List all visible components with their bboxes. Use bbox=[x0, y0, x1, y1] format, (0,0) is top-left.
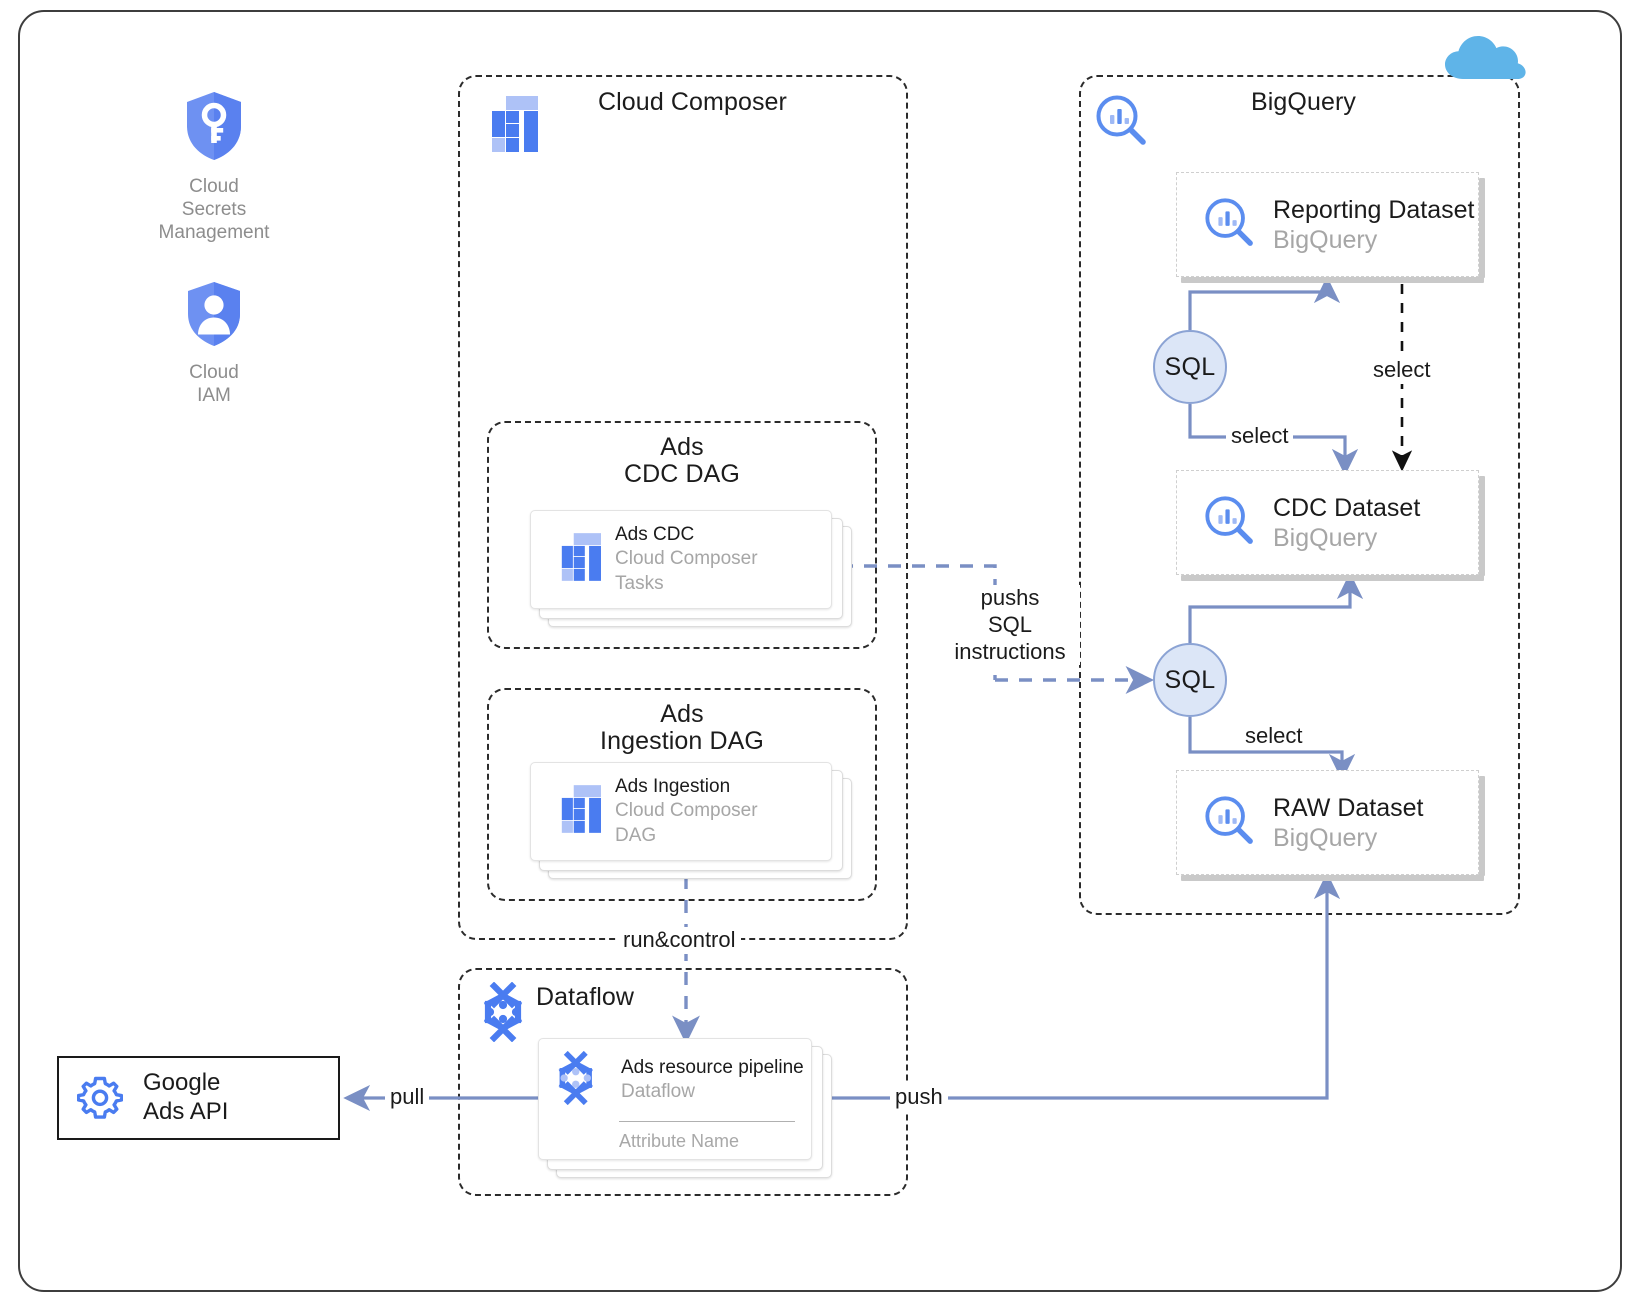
dataset-raw[interactable]: RAW Dataset BigQuery bbox=[1176, 770, 1485, 881]
dataset-reporting[interactable]: Reporting Dataset BigQuery bbox=[1176, 172, 1485, 283]
service-caption: Cloud IAM bbox=[189, 362, 239, 407]
group-title-bigquery: BigQuery bbox=[1251, 88, 1357, 116]
dataflow-icon bbox=[557, 1050, 607, 1110]
sql-node-top[interactable]: SQL bbox=[1153, 330, 1227, 404]
shield-key-icon bbox=[183, 90, 245, 167]
card-subtitle-2: Tasks bbox=[615, 572, 664, 594]
dataset-title: CDC Dataset bbox=[1273, 493, 1421, 522]
dataflow-icon bbox=[482, 981, 538, 1047]
card-divider bbox=[619, 1121, 795, 1122]
sql-node-label: SQL bbox=[1164, 352, 1216, 381]
cloud-composer-icon bbox=[555, 785, 601, 838]
card-ads-resource-pipeline[interactable]: Ads resource pipeline Dataflow Attribute… bbox=[538, 1038, 812, 1160]
bigquery-icon bbox=[1203, 794, 1255, 851]
service-cloud-iam: Cloud IAM bbox=[160, 280, 268, 407]
group-title-dataflow: Dataflow bbox=[536, 983, 635, 1011]
cloud-icon bbox=[1443, 27, 1527, 86]
card-subtitle-1: Cloud Composer bbox=[615, 800, 758, 822]
group-ads-ingestion-dag bbox=[487, 688, 877, 901]
sql-node-label: SQL bbox=[1164, 665, 1216, 694]
group-title-ads-ingestion-dag: Ads Ingestion DAG bbox=[600, 700, 764, 755]
group-title-cloud-composer: Cloud Composer bbox=[598, 88, 787, 116]
google-ads-api-line2: Ads API bbox=[143, 1098, 229, 1125]
card-subtitle-1: Cloud Composer bbox=[615, 548, 758, 570]
dataset-subtitle: BigQuery bbox=[1273, 225, 1378, 254]
service-caption: Cloud Secrets Management bbox=[158, 176, 270, 244]
external-label: Google Ads API bbox=[143, 1069, 228, 1127]
edge-label-select-reporting-to-cdc: select bbox=[1368, 357, 1436, 384]
card-title: Ads CDC bbox=[615, 524, 695, 546]
service-cloud-secrets-management: Cloud Secrets Management bbox=[158, 90, 270, 245]
card-title: Ads resource pipeline bbox=[621, 1056, 804, 1078]
google-ads-api-line1: Google bbox=[143, 1069, 221, 1097]
dataset-subtitle: BigQuery bbox=[1273, 523, 1378, 552]
edge-label-pushs-sql-instructions: pushs SQL instructions bbox=[940, 585, 1080, 666]
group-ads-cdc-dag bbox=[487, 421, 877, 649]
edge-label-push: push bbox=[890, 1084, 948, 1111]
gear-icon bbox=[76, 1073, 124, 1124]
card-ads-cdc[interactable]: Ads CDC Cloud Composer Tasks bbox=[530, 510, 832, 609]
bigquery-icon bbox=[1203, 196, 1255, 253]
sql-node-bottom[interactable]: SQL bbox=[1153, 643, 1227, 717]
cloud-composer-icon bbox=[555, 533, 601, 586]
dataset-title: RAW Dataset bbox=[1273, 793, 1424, 822]
card-subtitle-1: Dataflow bbox=[621, 1081, 695, 1102]
edge-label-select-top-cdc: select bbox=[1226, 423, 1294, 450]
dataset-subtitle: BigQuery bbox=[1273, 823, 1378, 852]
card-ads-ingestion[interactable]: Ads Ingestion Cloud Composer DAG bbox=[530, 762, 832, 861]
edge-label-pull: pull bbox=[385, 1084, 430, 1111]
dataset-title: Reporting Dataset bbox=[1273, 195, 1475, 224]
edge-label-select-bottom-raw: select bbox=[1240, 723, 1308, 750]
external-google-ads-api[interactable]: Google Ads API bbox=[57, 1056, 340, 1140]
group-title-ads-cdc-dag: Ads CDC DAG bbox=[624, 433, 740, 488]
card-title: Ads Ingestion bbox=[615, 776, 731, 798]
cloud-composer-icon bbox=[484, 96, 538, 157]
edge-label-run-and-control: run&control bbox=[618, 927, 741, 954]
card-subtitle-2: DAG bbox=[615, 824, 657, 846]
card-attribute: Attribute Name bbox=[619, 1131, 740, 1151]
shield-person-icon bbox=[185, 280, 243, 353]
bigquery-icon bbox=[1094, 93, 1148, 152]
dataset-cdc[interactable]: CDC Dataset BigQuery bbox=[1176, 470, 1485, 581]
bigquery-icon bbox=[1203, 494, 1255, 551]
diagram-outer-frame bbox=[18, 10, 1622, 1292]
